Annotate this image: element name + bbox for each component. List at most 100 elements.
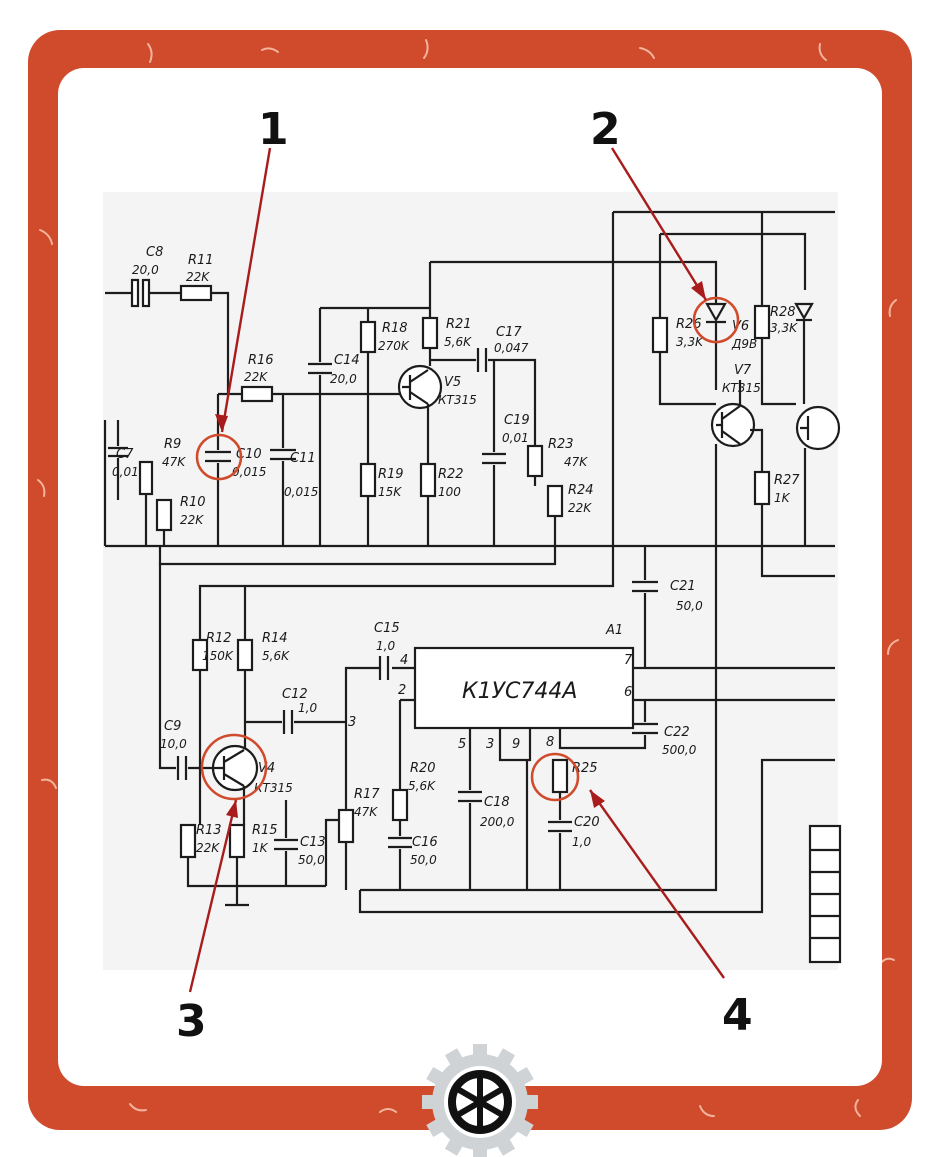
highlight-v4 [200, 733, 268, 801]
label-R19: R19 [378, 467, 404, 482]
label-C20: C20 [574, 815, 600, 830]
ic-pin-8: 8 [546, 735, 554, 750]
label-R21: R21 [446, 317, 472, 332]
label-R23: R23 [548, 437, 574, 452]
label-R12: R12 [206, 631, 232, 646]
ic-pin-3: 3 [486, 737, 494, 752]
label-C14: C14 [334, 353, 360, 368]
value-C14: 20,0 [330, 372, 357, 386]
ic-pin-4: 4 [400, 653, 408, 668]
ic-pin-9: 9 [512, 737, 520, 752]
label-C12: C12 [282, 687, 308, 702]
label-R17: R17 [354, 787, 380, 802]
callout-2-label: 2 [590, 104, 621, 155]
value-C22: 500,0 [662, 743, 697, 757]
label-R20: R20 [410, 761, 436, 776]
label-R14: R14 [262, 631, 288, 646]
label-R22: R22 [438, 467, 464, 482]
label-V5: V5 [444, 375, 461, 390]
label-C22: C22 [664, 725, 690, 740]
label-R9: R9 [164, 437, 181, 452]
callout-4-label: 4 [722, 990, 753, 1041]
gear-icon [422, 1044, 538, 1157]
value-C19: 0,01 [502, 431, 529, 445]
ic-pin-5: 5 [458, 737, 466, 752]
value-R17: 47K [354, 805, 378, 819]
value-C21: 50,0 [676, 599, 703, 613]
value-R16: 22K [244, 370, 268, 384]
value-R24: 22K [568, 501, 592, 515]
highlight-c10 [195, 433, 243, 481]
value-C18: 200,0 [480, 815, 515, 829]
label-R26: R26 [676, 317, 702, 332]
value-R13: 22K [196, 841, 220, 855]
callout-3-label: 3 [176, 996, 207, 1047]
node-3-label: 3 [348, 715, 356, 730]
value-R27: 1K [774, 491, 791, 505]
schematic-labels: C8 20,0 R11 22K R16 22K C14 20,0 R18 270… [112, 245, 800, 867]
label-R24: R24 [568, 483, 594, 498]
label-C17: C17 [496, 325, 522, 340]
value-R15: 1K [252, 841, 269, 855]
value-R20: 5,6K [408, 779, 436, 793]
callout-arrows [188, 147, 725, 993]
value-C16: 50,0 [410, 853, 437, 867]
ic-pin-7: 7 [624, 653, 633, 668]
label-R18: R18 [382, 321, 408, 336]
value-C20: 1,0 [572, 835, 591, 849]
value-R12: 150K [202, 649, 234, 663]
value-R21: 5,6K [444, 335, 472, 349]
ic-pin-6: 6 [624, 685, 632, 700]
value-C15: 1,0 [376, 639, 395, 653]
label-C19: C19 [504, 413, 530, 428]
label-V7: V7 [734, 363, 752, 378]
value-C7: 0,01 [112, 465, 139, 479]
label-R16: R16 [248, 353, 274, 368]
label-C15: C15 [374, 621, 400, 636]
callout-1-label: 1 [258, 104, 289, 155]
label-R11: R11 [188, 253, 214, 268]
label-C16: C16 [412, 835, 438, 850]
value-C12: 1,0 [298, 701, 317, 715]
highlight-v6 [692, 296, 740, 344]
highlight-r25 [530, 752, 580, 802]
label-C11: C11 [290, 451, 316, 466]
value-R14: 5,6K [262, 649, 290, 663]
schematic [103, 210, 842, 964]
label-R28: R28 [770, 305, 796, 320]
value-C11: 0,015 [284, 485, 318, 499]
value-R10: 22K [180, 513, 204, 527]
value-V5: КТ315 [438, 393, 477, 407]
ic-name: К1УС744А [462, 679, 577, 704]
value-R19: 15K [378, 485, 402, 499]
value-R9: 47K [162, 455, 186, 469]
label-C8: C8 [146, 245, 163, 260]
value-C10: 0,015 [232, 465, 266, 479]
value-R28: 3,3K [770, 321, 798, 335]
value-C17: 0,047 [494, 341, 529, 355]
ic-pin-2: 2 [398, 683, 406, 698]
value-R23: 47K [564, 455, 588, 469]
label-C18: C18 [484, 795, 510, 810]
value-C8: 20,0 [132, 263, 159, 277]
value-R18: 270K [378, 339, 410, 353]
label-C13: C13 [300, 835, 326, 850]
label-R10: R10 [180, 495, 206, 510]
label-C7: C7 [116, 447, 134, 462]
label-C10: C10 [236, 447, 262, 462]
label-C9: C9 [164, 719, 181, 734]
label-R13: R13 [196, 823, 222, 838]
value-R11: 22K [186, 270, 210, 284]
label-C21: C21 [670, 579, 696, 594]
value-R26: 3,3K [676, 335, 704, 349]
value-R22: 100 [438, 485, 461, 499]
label-R27: R27 [774, 473, 800, 488]
label-R15: R15 [252, 823, 278, 838]
value-V6: Д9В [731, 337, 757, 351]
value-V4: КТ315 [254, 781, 293, 795]
value-C13: 50,0 [298, 853, 325, 867]
value-V7: КТ315 [722, 381, 761, 395]
ic-ref: A1 [605, 623, 623, 638]
value-C9: 10,0 [160, 737, 187, 751]
